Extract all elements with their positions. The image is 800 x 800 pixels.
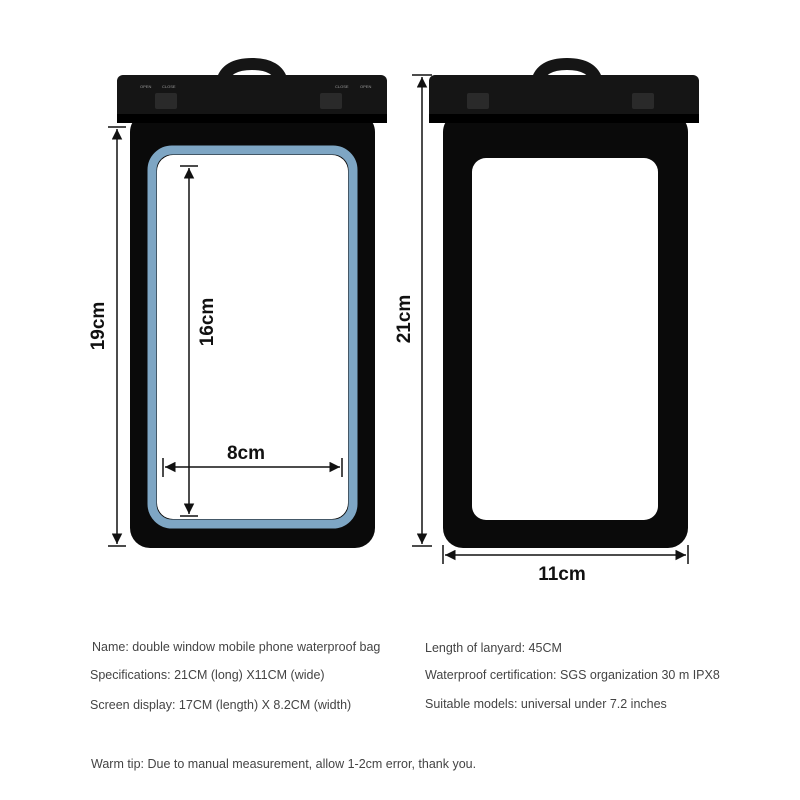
front-window-glass xyxy=(157,155,348,519)
back-height-label: 21cm xyxy=(394,295,415,344)
front-lanyard-loop xyxy=(216,57,288,84)
front-waterproof-bag: OPEN CLOSE CLOSE OPEN xyxy=(117,57,387,548)
back-lanyard-loop xyxy=(531,57,603,84)
front-clip-strip xyxy=(117,114,387,123)
front-window-blue-rim xyxy=(147,145,358,529)
window-height-label: 16cm xyxy=(197,298,218,347)
spec-screen-display: Screen display: 17CM (length) X 8.2CM (w… xyxy=(90,698,352,712)
dimension-front-height xyxy=(108,126,126,547)
back-waterproof-bag xyxy=(429,57,699,548)
back-clip-bar xyxy=(429,75,699,123)
front-clasp-left xyxy=(155,93,177,109)
front-clasp-right-close-label: CLOSE xyxy=(335,84,349,89)
spec-waterproof-certification: Waterproof certification: SGS organizati… xyxy=(425,668,720,682)
front-clasp-right xyxy=(320,93,342,109)
spec-suitable-models: Suitable models: universal under 7.2 inc… xyxy=(425,697,667,711)
dimension-back-width xyxy=(442,545,689,564)
back-window-glass xyxy=(472,158,658,520)
dimension-window-width xyxy=(162,458,343,477)
spec-name: Name: double window mobile phone waterpr… xyxy=(92,640,381,654)
front-clasp-right-open-label: OPEN xyxy=(360,84,371,89)
front-clasp-left-close-label: CLOSE xyxy=(162,84,176,89)
dimension-window-height xyxy=(180,165,198,517)
product-dimension-diagram: OPEN CLOSE CLOSE OPEN 19cm 16cm 8cm xyxy=(88,57,699,585)
spec-specifications: Specifications: 21CM (long) X11CM (wide) xyxy=(90,668,325,682)
back-width-label: 11cm xyxy=(538,564,586,585)
spec-lanyard-length: Length of lanyard: 45CM xyxy=(425,641,562,655)
warm-tip: Warm tip: Due to manual measurement, all… xyxy=(91,757,477,771)
front-height-label: 19cm xyxy=(88,302,109,351)
window-width-label: 8cm xyxy=(227,443,265,464)
dimension-back-height xyxy=(412,74,432,547)
back-clasp-right xyxy=(632,93,654,109)
front-clip-bar xyxy=(117,75,387,123)
front-clasp-left-open-label: OPEN xyxy=(140,84,151,89)
back-clip-strip xyxy=(429,114,699,123)
back-clasp-left xyxy=(467,93,489,109)
